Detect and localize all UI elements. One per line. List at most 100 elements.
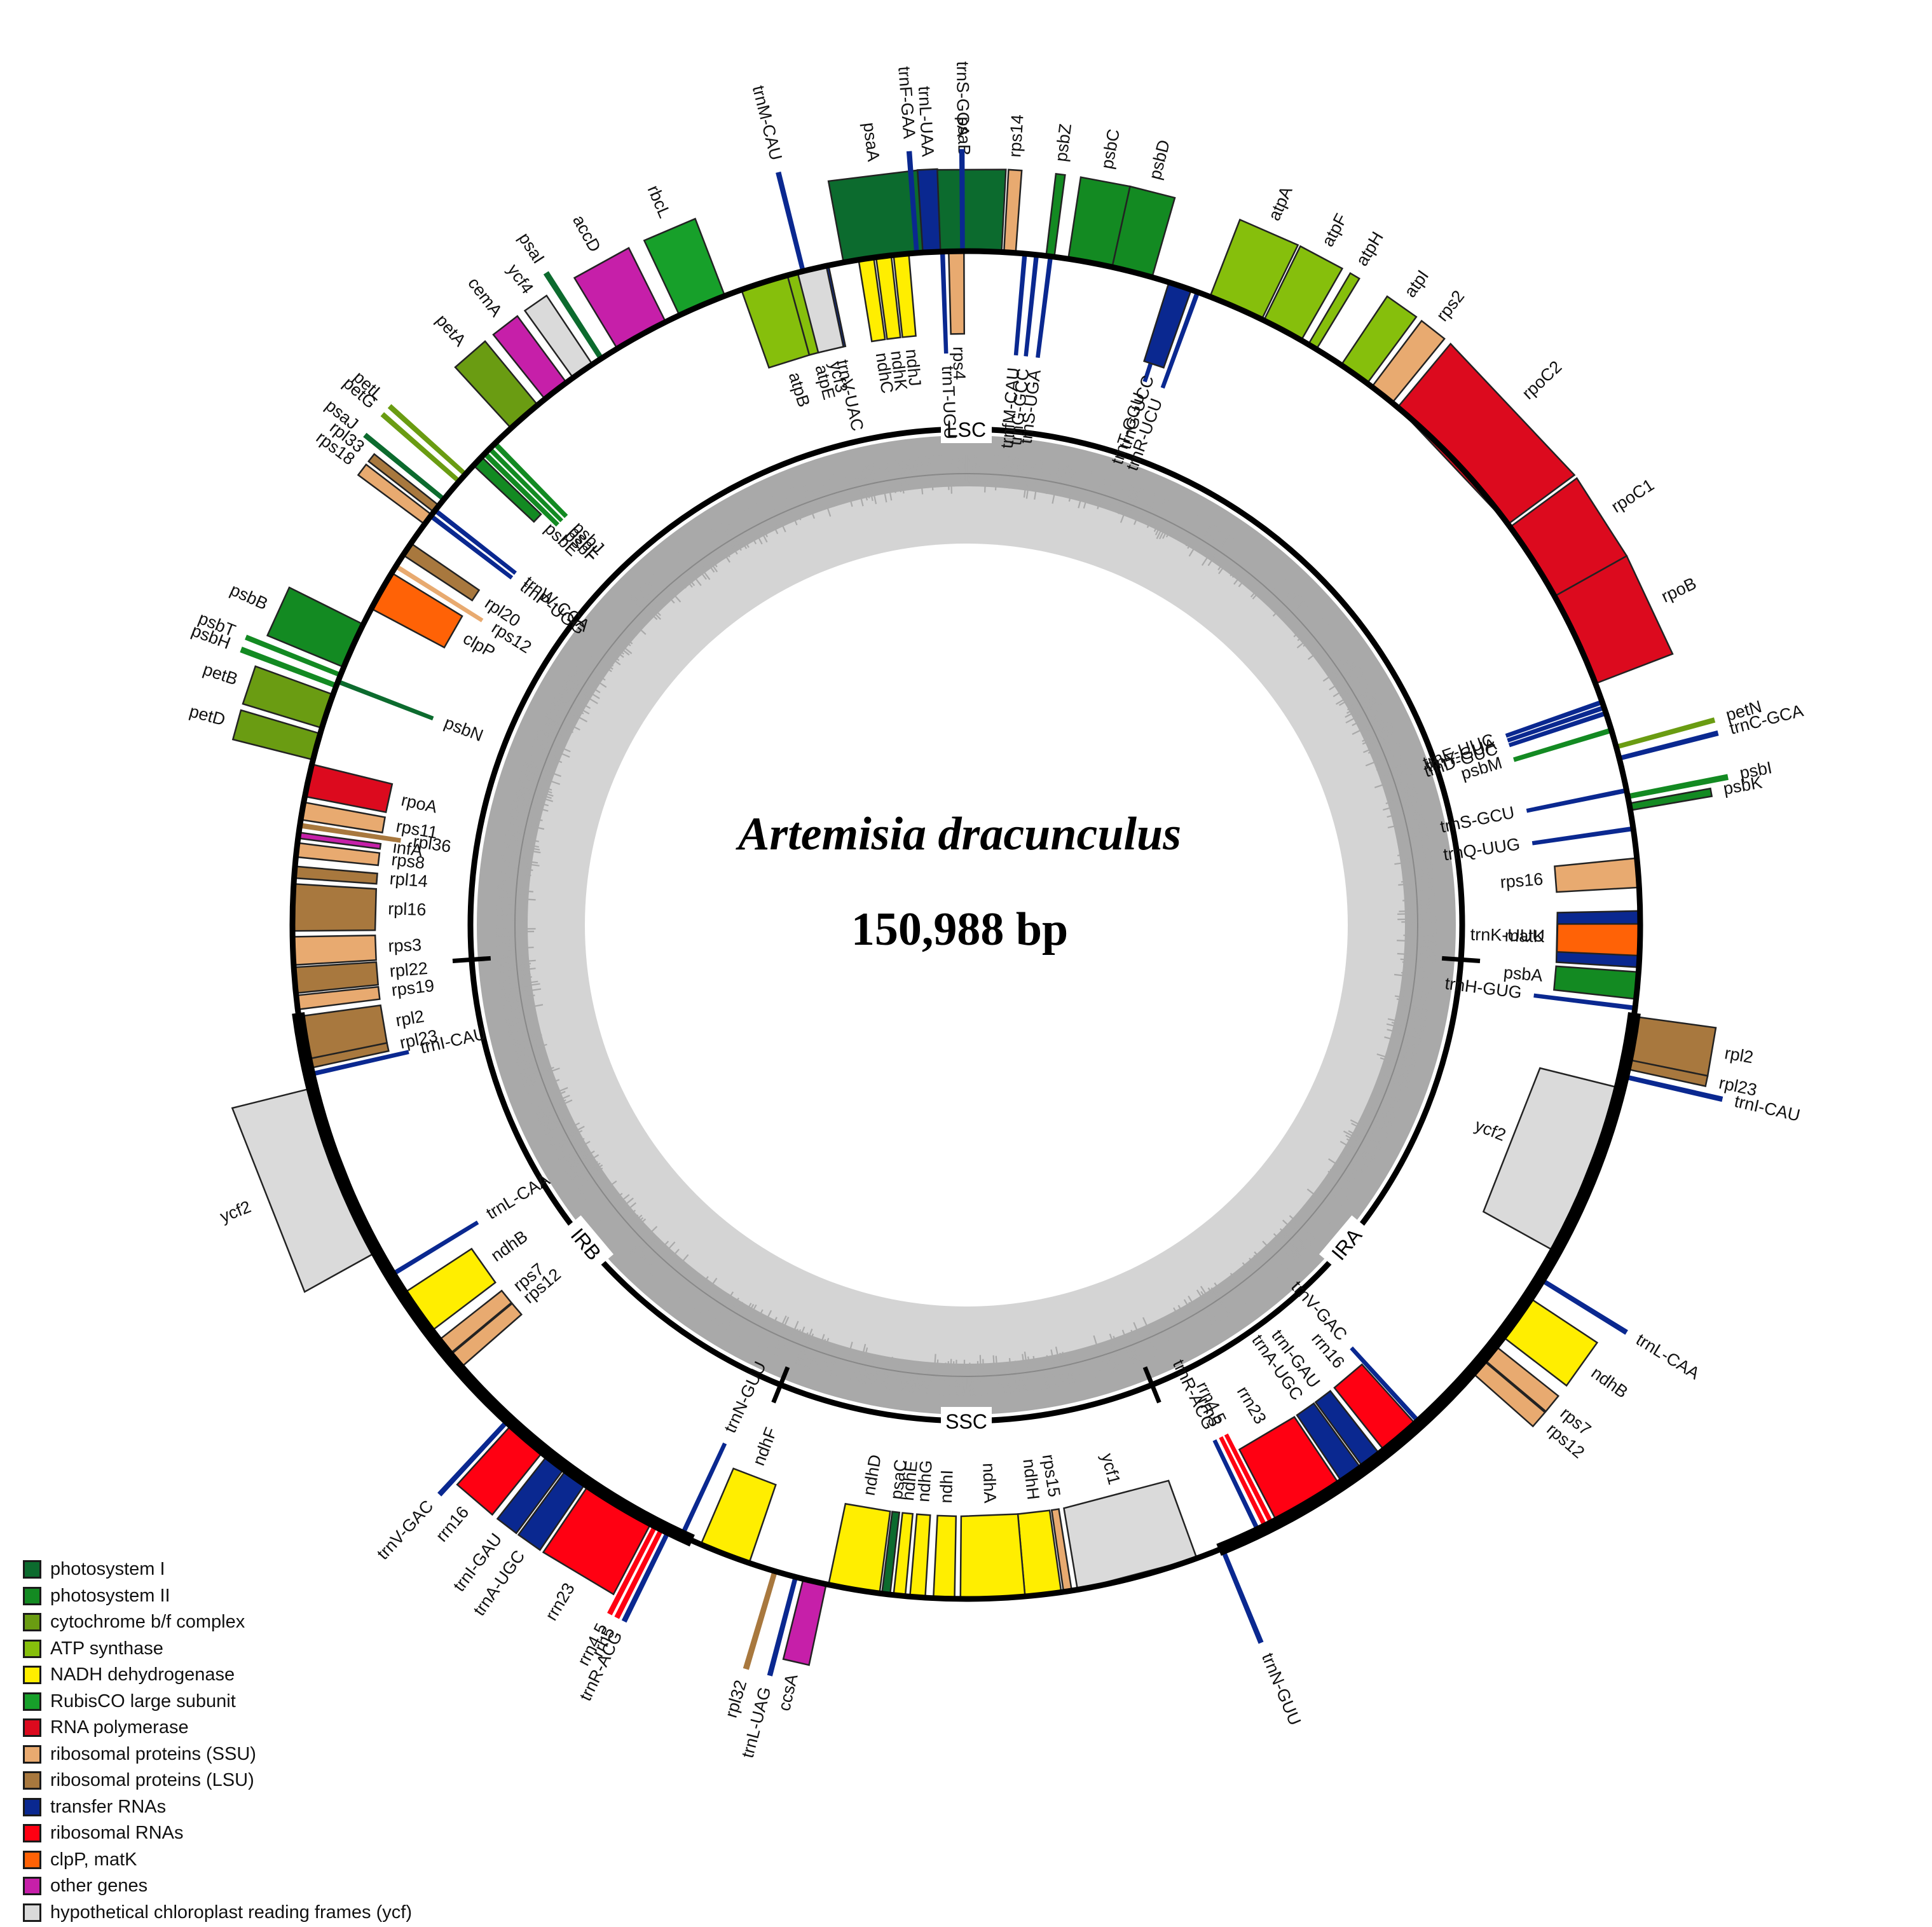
- legend-swatch: [23, 1877, 41, 1896]
- gene-block: [293, 865, 378, 885]
- gene-label: psbK: [1722, 772, 1764, 798]
- gene-block: [908, 1513, 931, 1599]
- gene-block: [1003, 168, 1023, 254]
- gene-trnT-UGU: trnT-UGU: [938, 251, 960, 439]
- gene-label: atpF: [1318, 210, 1351, 250]
- gene-label: ndhD: [860, 1453, 885, 1497]
- gene-label: rpl32: [722, 1678, 751, 1720]
- gene-trnC-GCA: trnC-GCA: [1618, 701, 1805, 761]
- gene-psbA: psbA: [1503, 963, 1640, 1000]
- legend-swatch: [23, 1745, 41, 1764]
- gene-label: rpoC2: [1518, 357, 1565, 403]
- gene-label: rpl16: [388, 899, 427, 919]
- svg-text:SSC: SSC: [945, 1410, 987, 1433]
- gene-label: psbN: [442, 713, 486, 745]
- legend-item: ribosomal RNAs: [23, 1820, 412, 1847]
- legend-item: cytochrome b/f complex: [23, 1609, 412, 1636]
- legend-label: clpP, matK: [50, 1849, 137, 1870]
- gene-rps14: rps14: [1003, 114, 1027, 254]
- gene-block: [1024, 254, 1039, 357]
- legend-label: ribosomal proteins (SSU): [50, 1743, 256, 1764]
- gene-block: [947, 250, 966, 335]
- gene-label: atpA: [1264, 184, 1296, 224]
- gene-psaC: psaC: [880, 1458, 910, 1596]
- gene-block: [1618, 730, 1719, 761]
- gene-trnN-GUU: trnN-GUU: [1219, 1547, 1305, 1728]
- gene-block: [959, 1513, 1026, 1600]
- legend-swatch: [23, 1639, 41, 1658]
- gene-label: ndhG: [914, 1460, 936, 1503]
- gene-block: [1553, 965, 1640, 1000]
- gene-label: atpI: [1401, 266, 1432, 301]
- legend-item: other genes: [23, 1873, 412, 1900]
- region-boundary-tick: [1142, 1366, 1161, 1404]
- gene-label: rps2: [1432, 287, 1468, 325]
- gene-label: rps8: [390, 850, 426, 873]
- legend-label: ribosomal proteins (LSU): [50, 1770, 254, 1791]
- legend-swatch: [23, 1613, 41, 1632]
- gene-label: psbA: [1503, 963, 1544, 985]
- gene-label: rrn23: [1233, 1383, 1270, 1427]
- gene-label: ndhJ: [902, 348, 925, 387]
- gene-rps3: rps3: [291, 934, 422, 966]
- gene-block: [940, 251, 949, 354]
- gene-label: psbB: [227, 580, 270, 614]
- gene-label: trnL-CAA: [1633, 1330, 1702, 1383]
- region-boundary-tick: [1441, 956, 1481, 963]
- legend-swatch: [23, 1560, 41, 1579]
- gene-block: [231, 1087, 378, 1293]
- gene-label: ndhB: [488, 1226, 531, 1265]
- irb-thick-arc: [292, 1012, 695, 1547]
- gene-label: petD: [188, 701, 228, 729]
- legend-item: photosystem II: [23, 1583, 412, 1610]
- legend-item: RubisCO large subunit: [23, 1689, 412, 1715]
- gc-content-ring: [477, 435, 1456, 1415]
- gene-label: rpl22: [389, 959, 428, 981]
- gene-block: [959, 149, 965, 252]
- legend-swatch: [23, 1718, 41, 1738]
- gene-trnM-CAU: trnM-CAU: [749, 83, 805, 272]
- gene-label: trnK-UUU: [1470, 925, 1545, 945]
- legend-item: RNA polymerase: [23, 1715, 412, 1741]
- gene-label: psaA: [860, 121, 883, 163]
- gene-label: psbC: [1097, 128, 1123, 170]
- gene-label: trnF-GAA: [894, 65, 919, 139]
- gene-psbN: psbN: [336, 679, 486, 745]
- genome-backbone: [289, 248, 1643, 1602]
- gene-label: ndhH: [1019, 1458, 1043, 1501]
- gene-block: [827, 1502, 891, 1594]
- species-name: Artemisia dracunculus: [737, 808, 1181, 860]
- legend-swatch: [23, 1903, 41, 1922]
- gene-rbcL: rbcL: [643, 182, 726, 317]
- legend-label: cytochrome b/f complex: [50, 1612, 245, 1633]
- gene-label: matK: [1504, 926, 1545, 946]
- gene-block: [1013, 253, 1027, 356]
- gene-label: rpl2: [394, 1006, 425, 1030]
- legend-item: ATP synthase: [23, 1636, 412, 1663]
- gene-block: [1396, 342, 1576, 526]
- legend-item: ribosomal proteins (SSU): [23, 1741, 412, 1768]
- gene-label: rpl2: [1723, 1043, 1755, 1067]
- gene-label: cemA: [464, 274, 506, 320]
- gene-ndhA: ndhA: [959, 1463, 1026, 1600]
- gene-block: [1063, 1479, 1198, 1591]
- gene-label: ccsA: [774, 1672, 801, 1713]
- gene-label: rps4: [949, 346, 969, 380]
- gene-ccsA: ccsA: [774, 1578, 828, 1713]
- gene-label: rps14: [1005, 114, 1027, 158]
- gene-block: [743, 1570, 778, 1670]
- legend-label: transfer RNAs: [50, 1796, 167, 1817]
- gene-ndhI: ndhI: [932, 1469, 957, 1600]
- legend-swatch: [23, 1824, 41, 1843]
- legend-label: other genes: [50, 1876, 148, 1896]
- gene-label: petB: [201, 659, 240, 689]
- genome-size: 150,988 bp: [851, 903, 1069, 956]
- legend-item: ribosomal proteins (LSU): [23, 1767, 412, 1794]
- legend-label: RNA polymerase: [50, 1717, 189, 1738]
- gene-trnE-UUC: trnE-UUC: [1420, 699, 1603, 772]
- gene-trnS-GGA: trnS-GGA: [953, 61, 973, 252]
- legend-label: NADH dehydrogenase: [50, 1664, 235, 1685]
